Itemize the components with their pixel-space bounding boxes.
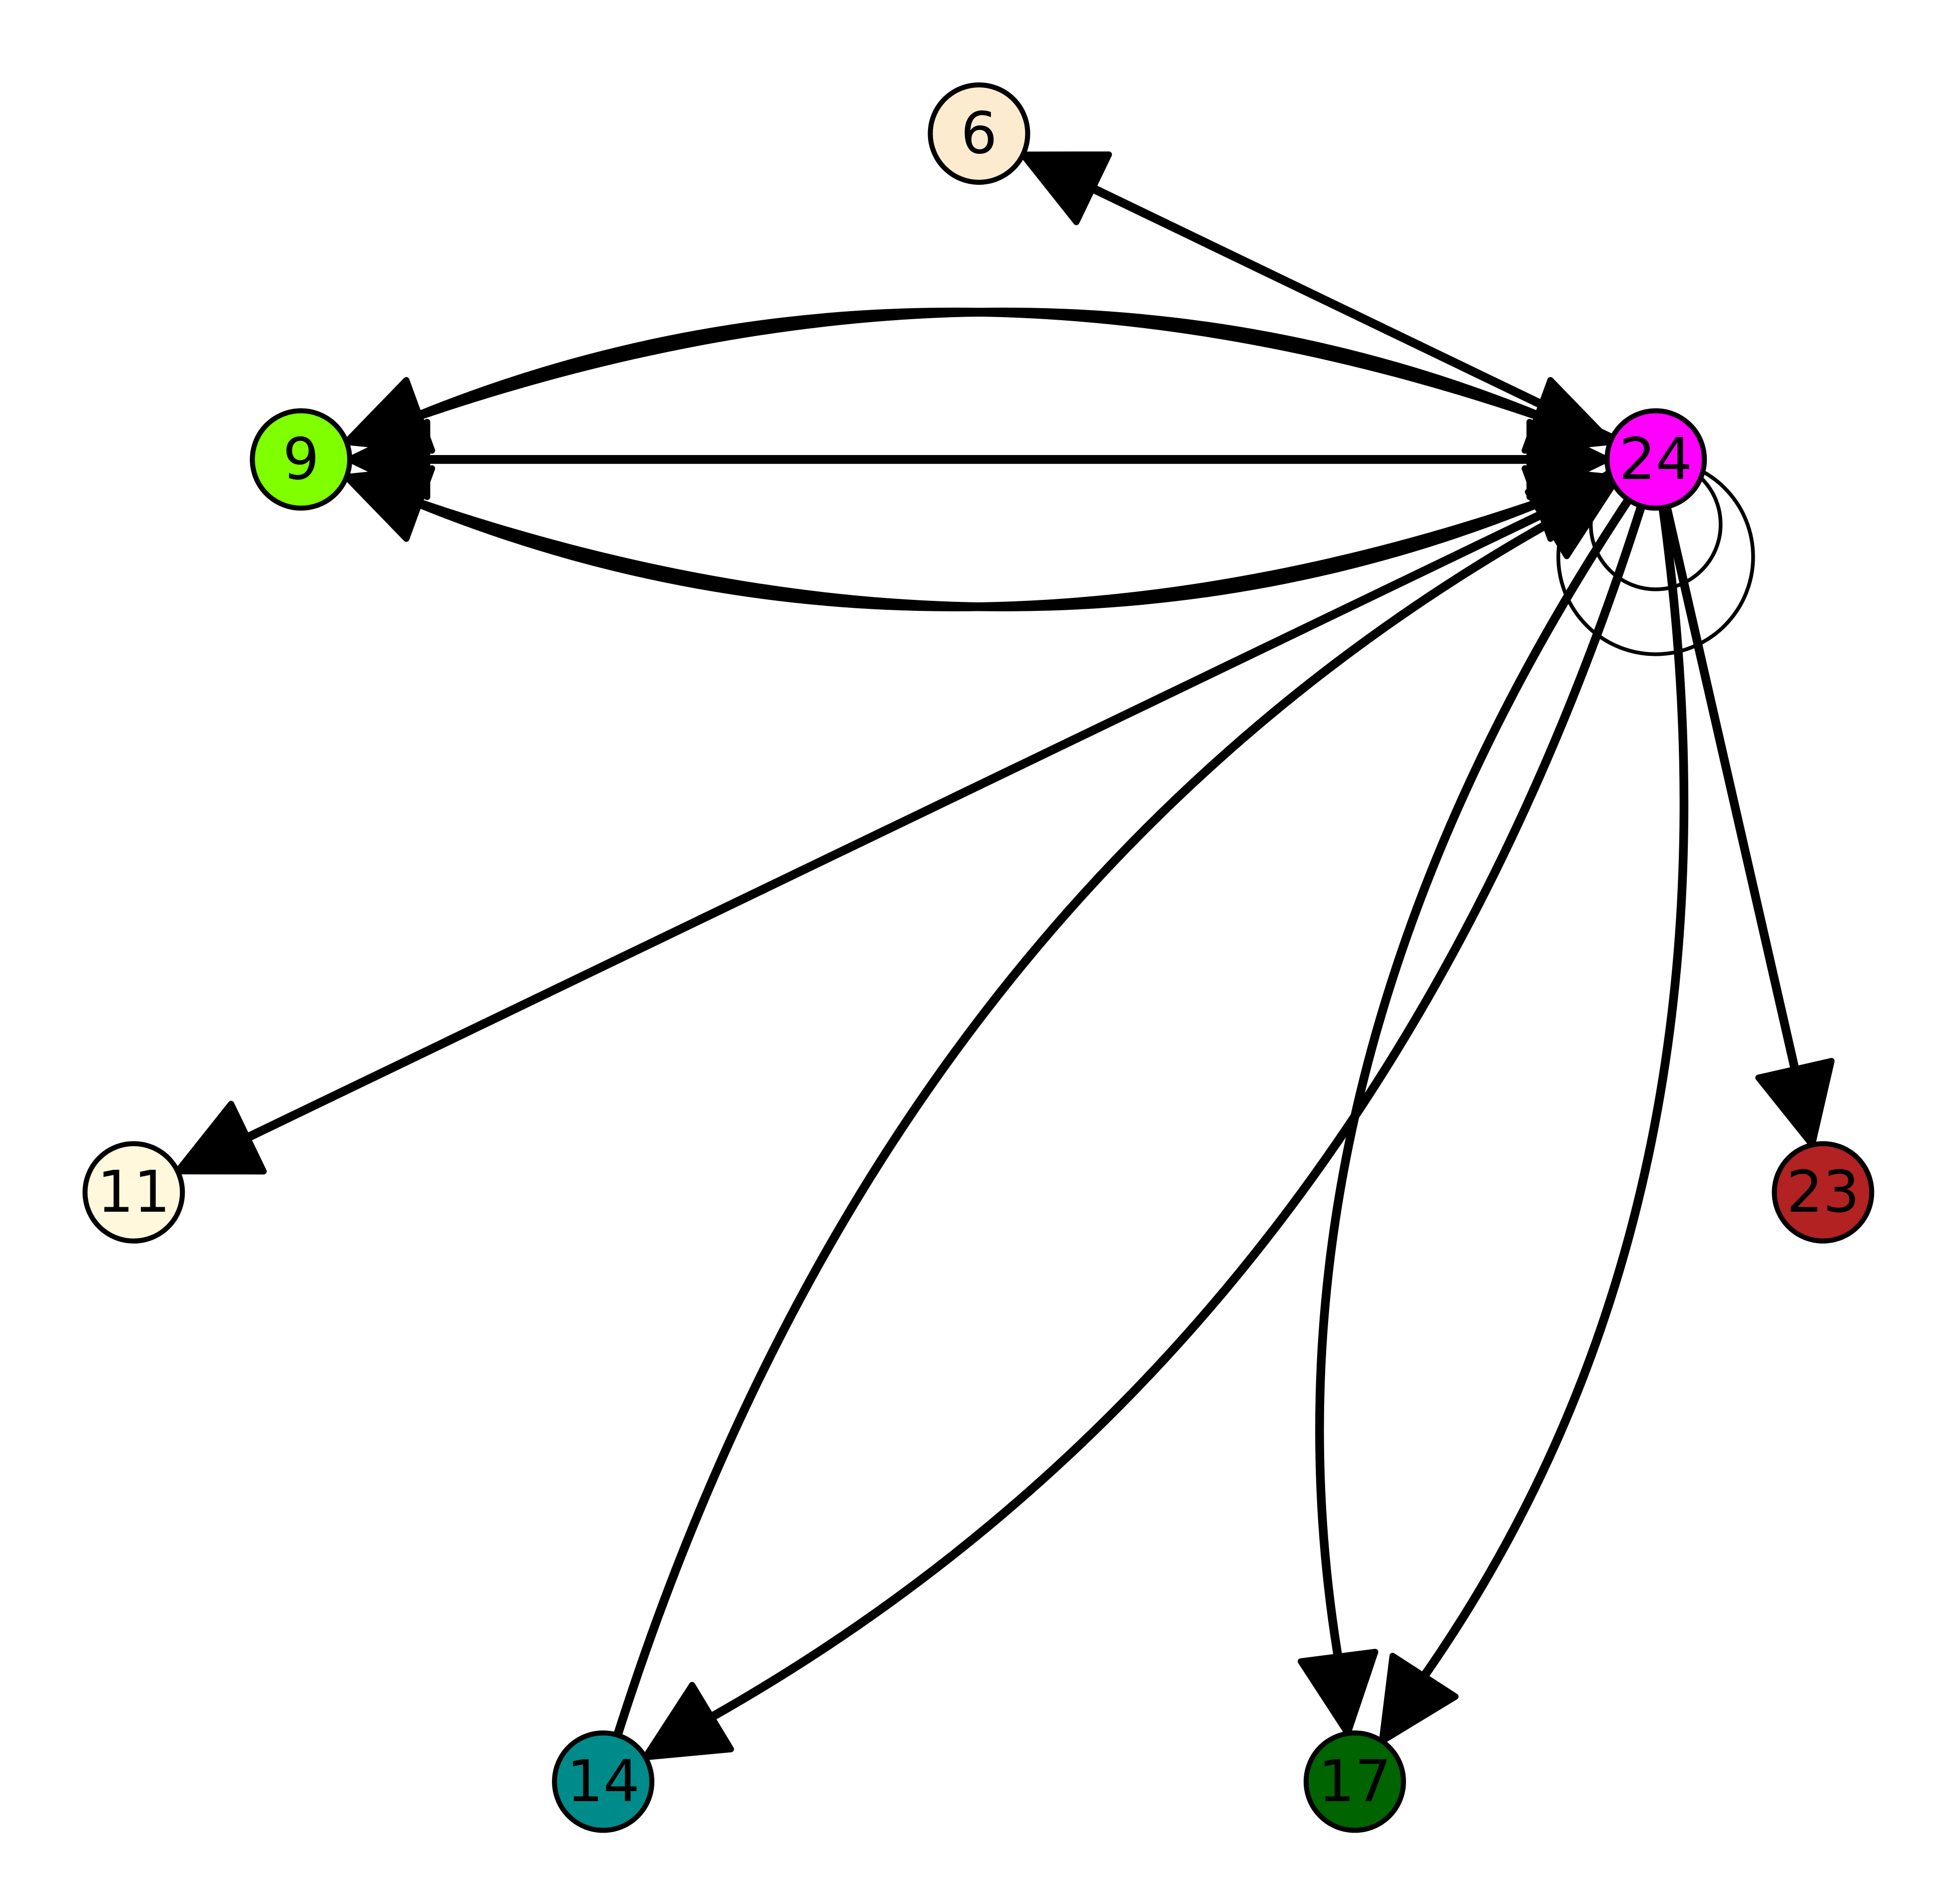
edge-9-to-24 [299,307,1539,464]
node-6-label: 6 [961,100,997,167]
edge-9-to-24-arrowhead-icon [1521,377,1614,454]
node-17-label: 17 [1318,1748,1391,1815]
node-24-label: 24 [1619,426,1692,493]
edge-24-to-14-arrowhead-icon [642,1682,734,1761]
node-24[interactable]: 24 [1604,408,1707,511]
node-9-label: 9 [283,426,319,493]
edge-24-to-11 [245,455,1658,1142]
node-6[interactable]: 6 [928,82,1030,185]
node-11-circle [82,1141,185,1244]
edge-24-to-23 [1651,458,1800,1070]
node-14[interactable]: 14 [552,1730,655,1833]
node-9[interactable]: 9 [250,408,353,511]
edge-9-to-24 [299,455,1539,611]
edge-24-to-17-arrowhead-icon [1298,1649,1379,1737]
node-23-label: 23 [1787,1159,1860,1226]
edge-24-to-23-arrowhead-icon [1755,1058,1835,1148]
node-14-label: 14 [566,1748,639,1815]
node-11[interactable]: 11 [82,1141,185,1244]
node-23[interactable]: 23 [1772,1141,1875,1244]
node-14-circle [552,1730,655,1833]
edge-24-to-17 [1420,459,1689,1679]
edge-24-to-17 [1315,457,1660,1658]
nodes-layer: 6 9 24 11 23 14 17 [82,82,1875,1833]
edge-24-to-14 [709,458,1660,1721]
node-6-circle [928,82,1030,185]
node-17-circle [1303,1730,1406,1833]
node-11-label: 11 [97,1159,170,1226]
node-23-circle [1772,1141,1875,1244]
edge-24-to-11-arrowhead-icon [174,1100,267,1175]
edge-14-to-24 [599,520,1550,1783]
edge-24-to-6-arrowhead-icon [1019,151,1112,225]
node-9-circle [250,408,353,511]
node-17[interactable]: 17 [1303,1730,1406,1833]
node-24-circle [1604,408,1707,511]
edge-24-to-17-arrowhead-icon [1379,1653,1459,1745]
edges-layer [174,151,1835,1783]
